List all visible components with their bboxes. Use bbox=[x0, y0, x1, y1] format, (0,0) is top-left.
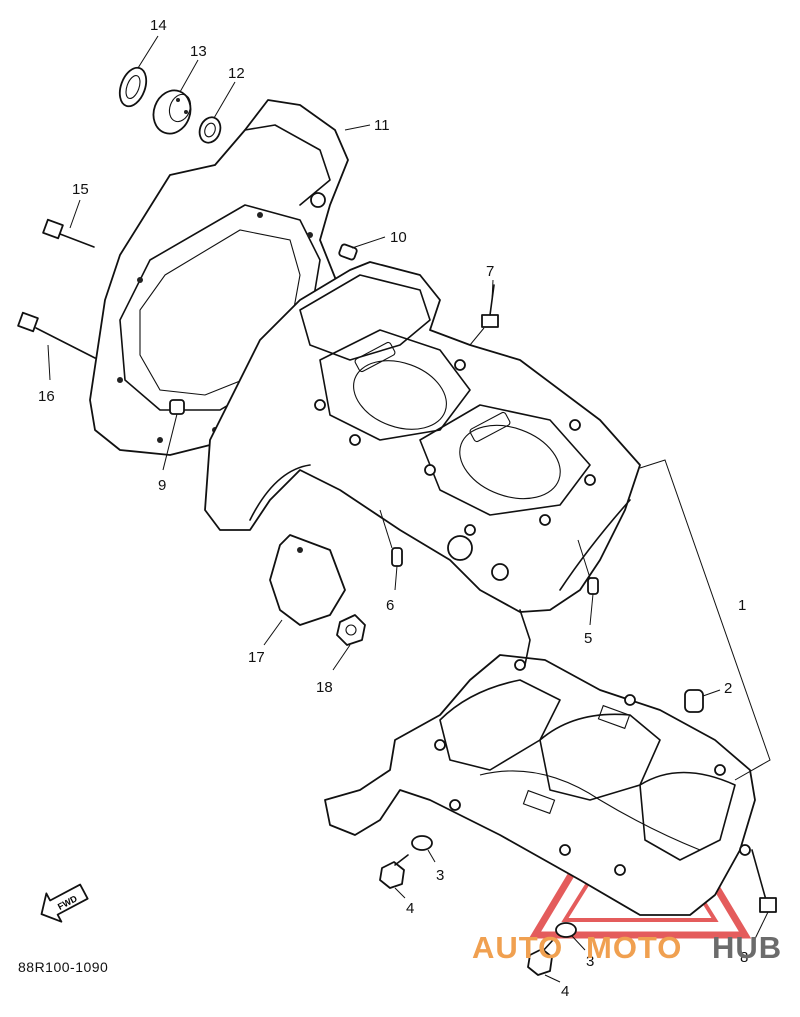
pin-6 bbox=[391, 547, 403, 567]
callout-labels: 1 2 3 3 4 4 5 6 7 8 9 10 11 12 13 14 15 … bbox=[38, 17, 748, 1000]
callout-6: 6 bbox=[386, 597, 394, 614]
callout-11: 11 bbox=[374, 117, 390, 134]
callout-1: 1 bbox=[738, 597, 746, 614]
callout-18: 18 bbox=[316, 679, 333, 696]
callout-8: 8 bbox=[740, 949, 748, 966]
leader-lines bbox=[47, 35, 771, 983]
callout-4b: 4 bbox=[561, 983, 569, 1000]
lower-bearing-bay-3 bbox=[639, 771, 736, 861]
bearing-saddle-upper-1 bbox=[559, 499, 631, 591]
stud-hole-4 bbox=[464, 524, 476, 536]
lower-hole-2 bbox=[514, 659, 526, 671]
bolt-4b bbox=[527, 939, 554, 976]
callout-13: 13 bbox=[190, 43, 207, 60]
lower-hole-1 bbox=[434, 739, 446, 751]
callout-16: 16 bbox=[38, 388, 55, 405]
callout-15: 15 bbox=[72, 181, 89, 198]
lower-bearing-bay-1 bbox=[439, 679, 561, 771]
bearing bbox=[152, 89, 192, 135]
upper-crankcase bbox=[204, 261, 641, 613]
callout-3b: 3 bbox=[586, 953, 594, 970]
callout-17: 17 bbox=[248, 649, 265, 666]
callout-3a: 3 bbox=[436, 867, 444, 884]
bolt-4a bbox=[379, 854, 409, 889]
lower-case-slot-1 bbox=[522, 789, 556, 815]
callout-4a: 4 bbox=[406, 900, 414, 917]
stud-hole-2 bbox=[349, 434, 361, 446]
lower-case-outline bbox=[324, 654, 756, 916]
lower-crankcase bbox=[324, 609, 756, 916]
drawing-code: 88R100-1090 bbox=[18, 959, 108, 975]
lower-case-ridge bbox=[479, 770, 701, 851]
oil-line bbox=[519, 609, 531, 666]
cover-plate-17 bbox=[269, 534, 346, 626]
watermark-part2: MOTO bbox=[586, 930, 682, 965]
watermark-part1: AUTO bbox=[472, 930, 563, 965]
washer-3b bbox=[555, 922, 577, 938]
oil-seal bbox=[118, 66, 148, 108]
callout-14: 14 bbox=[150, 17, 167, 34]
lower-hole-3 bbox=[624, 694, 636, 706]
cylinder-bore-2-frame bbox=[419, 404, 591, 516]
bolt-16 bbox=[17, 311, 96, 359]
upper-case-boss-2 bbox=[491, 563, 509, 581]
stud-hole-8 bbox=[569, 419, 581, 431]
lower-hole-7 bbox=[559, 844, 571, 856]
lower-hole-8 bbox=[449, 799, 461, 811]
stud-hole-1 bbox=[314, 399, 326, 411]
callout-7: 7 bbox=[486, 263, 494, 280]
cover-bolt-hole-1 bbox=[137, 277, 143, 283]
callout-9: 9 bbox=[158, 477, 166, 494]
nut-18 bbox=[336, 614, 366, 646]
lower-hole-6 bbox=[614, 864, 626, 876]
upper-case-outline bbox=[204, 261, 641, 613]
lower-hole-4 bbox=[714, 764, 726, 776]
cover-bolt-hole-6 bbox=[307, 232, 313, 238]
washer-3a bbox=[411, 835, 433, 851]
fwd-arrow: FWD bbox=[40, 883, 89, 923]
callout-12: 12 bbox=[228, 65, 245, 82]
lower-bearing-bay-2 bbox=[539, 713, 661, 801]
lower-hole-5 bbox=[739, 844, 751, 856]
callout-10: 10 bbox=[390, 229, 407, 246]
cylinder-bore-1 bbox=[353, 360, 447, 430]
bolt-8 bbox=[751, 849, 777, 913]
dowel-pin-10 bbox=[338, 243, 358, 261]
stud-hole-7 bbox=[454, 359, 466, 371]
bearing-saddle-upper-2 bbox=[249, 464, 311, 521]
dowel-pin-9 bbox=[169, 399, 185, 415]
watermark-text: AUTO MOTO HUB bbox=[472, 930, 782, 965]
pin-5 bbox=[587, 577, 599, 595]
port-slot-2 bbox=[469, 411, 511, 443]
cover-top-rib bbox=[244, 124, 331, 206]
cover-boss bbox=[310, 192, 326, 208]
callout-5: 5 bbox=[584, 630, 592, 647]
dowel-2 bbox=[684, 689, 704, 713]
stud-hole-3 bbox=[424, 464, 436, 476]
small-bearing bbox=[198, 116, 222, 144]
cylinder-bore-2 bbox=[459, 424, 561, 500]
cover-bolt-hole-3 bbox=[157, 437, 163, 443]
port-slot-1 bbox=[354, 341, 396, 373]
upper-case-top-deck bbox=[299, 274, 431, 361]
cover-bolt-hole-2 bbox=[117, 377, 123, 383]
cover-bolt-hole-5 bbox=[257, 212, 263, 218]
fwd-arrow-icon bbox=[40, 883, 89, 923]
upper-case-boss bbox=[447, 535, 473, 561]
stud-hole-6 bbox=[584, 474, 596, 486]
bolt-15 bbox=[42, 218, 95, 248]
watermark-part3: HUB bbox=[712, 930, 782, 965]
stud-hole-5 bbox=[539, 514, 551, 526]
plate-hole bbox=[297, 547, 303, 553]
bolt-7 bbox=[481, 284, 499, 328]
callout-2: 2 bbox=[724, 680, 732, 697]
lower-case-slot-2 bbox=[597, 704, 631, 730]
cylinder-bore-1-frame bbox=[319, 329, 471, 441]
